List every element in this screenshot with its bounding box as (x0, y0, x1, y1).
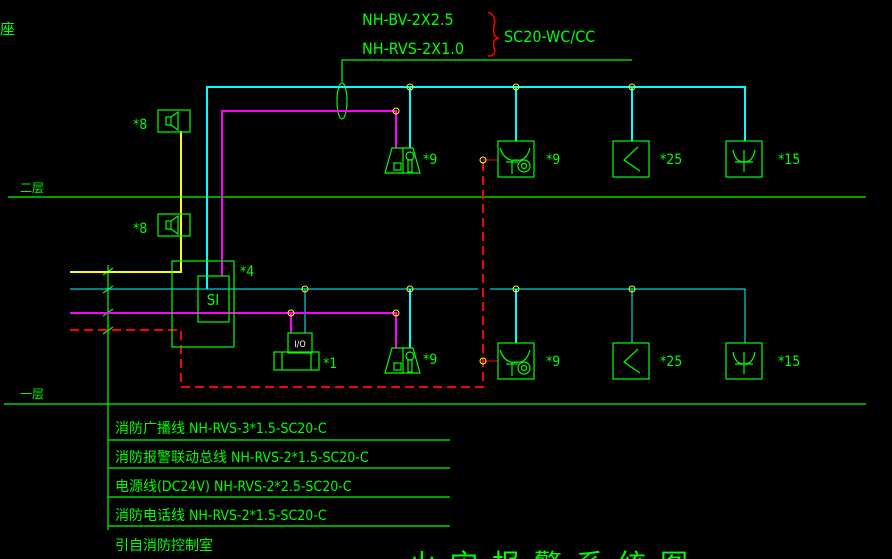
conduit-label: SC20-WC/CC (504, 27, 595, 46)
phone-count-1f: *9 (546, 354, 560, 370)
speaker-count-2f: *8 (133, 117, 147, 133)
broadcast-line (70, 131, 182, 273)
io-count: *1 (323, 356, 337, 372)
manual-count-2f: *25 (660, 152, 682, 168)
module-enclosure (171, 260, 235, 348)
phone-count-2f: *9 (546, 152, 560, 168)
alarm-bell-icon-2f (725, 140, 763, 178)
junction-dots (287, 83, 636, 365)
manual-count-1f: *25 (660, 354, 682, 370)
detector-count-1f: *9 (423, 352, 437, 368)
legend-table-lines (108, 439, 450, 527)
legend-phone: 消防电话线 NH-RVS-2*1.5-SC20-C (115, 508, 327, 524)
floor-label-2: 二层 (20, 181, 44, 195)
legend-broadcast: 消防广播线 NH-RVS-3*1.5-SC20-C (115, 421, 327, 437)
phone-line (70, 158, 484, 388)
legend-bus: 消防报警联动总线 NH-RVS-2*1.5-SC20-C (115, 450, 369, 466)
drawing-title: 火灾报警系统图 (408, 548, 702, 559)
brace (487, 11, 501, 57)
power-line-lower (70, 312, 397, 348)
phone-jack-icon-2f (497, 140, 535, 178)
source-note: 引自消防控制室 (115, 537, 213, 554)
speaker-icon (157, 109, 191, 133)
detector-icon-2f (384, 147, 421, 174)
bell-count-2f: *15 (778, 152, 800, 168)
cable-note-line2: NH-RVS-2X1.0 (362, 39, 464, 58)
floor-label-1: 一层 (20, 387, 44, 401)
speaker-count-1f: *8 (133, 221, 147, 237)
si-count: *4 (240, 264, 254, 280)
speaker-icon (157, 213, 191, 237)
si-module (197, 275, 230, 323)
power-line-upper (221, 110, 397, 276)
bell-count-1f: *15 (778, 354, 800, 370)
io-module (287, 332, 313, 354)
detector-icon-1f (384, 347, 421, 374)
cable-bundle (336, 82, 348, 120)
detector-count-2f: *9 (423, 152, 437, 168)
leader-line (341, 59, 632, 82)
cable-note-line1: NH-BV-2X2.5 (362, 10, 454, 29)
manual-alarm-icon-2f (612, 140, 650, 178)
legend-power: 电源线(DC24V) NH-RVS-2*2.5-SC20-C (115, 479, 352, 495)
io-label: I/O (294, 340, 306, 350)
top-label: 座 (0, 20, 15, 38)
si-label: SI (207, 291, 220, 309)
alarm-bell-icon-1f (725, 342, 763, 380)
phone-jack-icon-1f (497, 342, 535, 380)
manual-alarm-icon-1f (612, 342, 650, 380)
bus-line-upper (206, 86, 746, 289)
